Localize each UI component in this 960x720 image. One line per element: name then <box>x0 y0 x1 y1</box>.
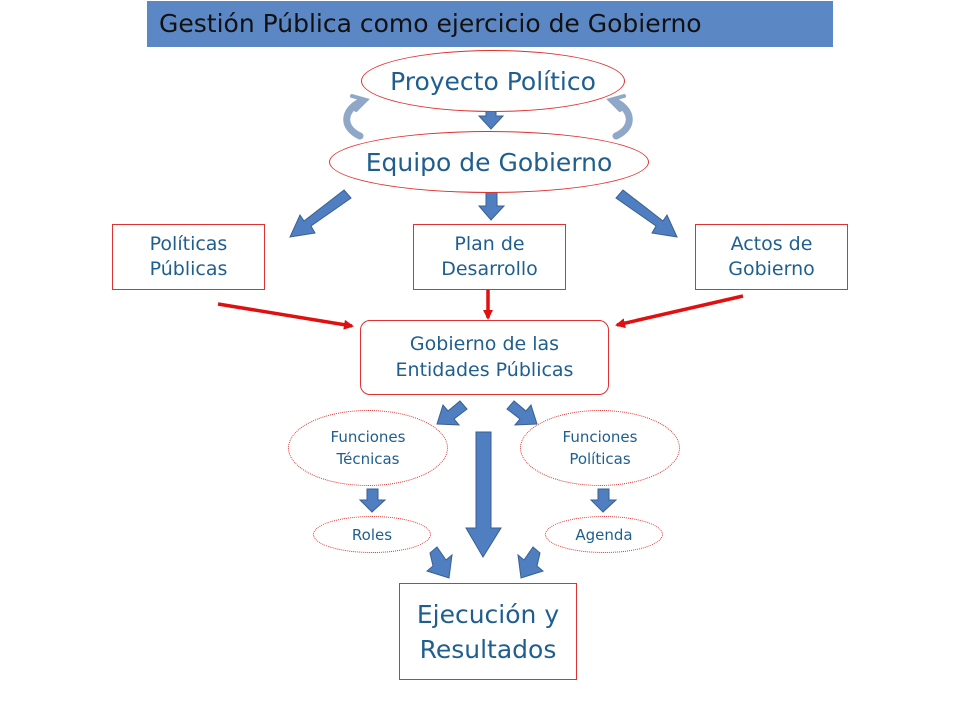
node-funciones-politicas: Funciones Políticas <box>520 410 680 486</box>
arrow-equipo-plan <box>477 191 506 221</box>
node-label-line1: Actos de <box>730 233 813 256</box>
arrow-equipo-politicas <box>289 189 352 238</box>
arrow-politicas-fn-agenda <box>589 488 618 513</box>
arrow-entidades-tecnicas <box>436 400 468 426</box>
red-arrow-politicas-entidades <box>217 302 354 330</box>
node-label-line2: Entidades Públicas <box>395 358 574 381</box>
node-proyecto-politico: Proyecto Político <box>361 50 625 112</box>
title-bar: Gestión Pública como ejercicio de Gobier… <box>147 1 833 47</box>
arrow-entidades-politicas-fn <box>506 400 538 426</box>
node-label-line2: Públicas <box>149 258 228 280</box>
node-label-line1: Gobierno de las <box>409 332 560 355</box>
node-label-line1: Ejecución y <box>416 599 560 629</box>
node-label-line2: Políticas <box>569 450 631 468</box>
node-label-line2: Técnicas <box>336 450 400 468</box>
arrow-equipo-actos <box>615 189 678 238</box>
node-label-line2: Desarrollo <box>441 258 538 280</box>
arrow-roles-ejecucion <box>425 546 453 579</box>
node-label: Roles <box>351 525 393 544</box>
node-equipo-de-gobierno: Equipo de Gobierno <box>329 131 649 193</box>
node-politicas-publicas: Políticas Públicas <box>112 224 265 290</box>
node-label-line2: Resultados <box>419 634 557 664</box>
node-roles: Roles <box>313 516 431 553</box>
node-funciones-tecnicas: Funciones Técnicas <box>288 410 448 486</box>
cycle-arrow-left-icon <box>343 94 370 140</box>
node-label: Proyecto Político <box>390 66 596 96</box>
node-gobierno-entidades-publicas: Gobierno de las Entidades Públicas <box>360 320 609 395</box>
node-plan-de-desarrollo: Plan de Desarrollo <box>413 224 566 290</box>
arrow-entidades-ejecucion <box>465 431 502 558</box>
node-label-line1: Políticas <box>149 233 228 256</box>
node-label-line1: Funciones <box>562 427 638 446</box>
node-ejecucion-y-resultados: Ejecución y Resultados <box>399 583 577 680</box>
arrow-agenda-ejecucion <box>517 546 545 579</box>
node-actos-de-gobierno: Actos de Gobierno <box>695 224 848 290</box>
node-label-line2: Gobierno <box>728 258 815 280</box>
node-label: Agenda <box>575 525 633 544</box>
slide-title: Gestión Pública como ejercicio de Gobier… <box>159 9 702 38</box>
node-label: Equipo de Gobierno <box>365 147 613 177</box>
node-agenda: Agenda <box>545 516 663 553</box>
node-label-line1: Plan de <box>454 233 525 256</box>
cycle-arrow-right-icon <box>606 94 633 140</box>
node-label-line1: Funciones <box>330 427 406 446</box>
red-arrow-actos-entidades <box>615 294 744 329</box>
arrow-tecnicas-roles <box>358 488 387 513</box>
